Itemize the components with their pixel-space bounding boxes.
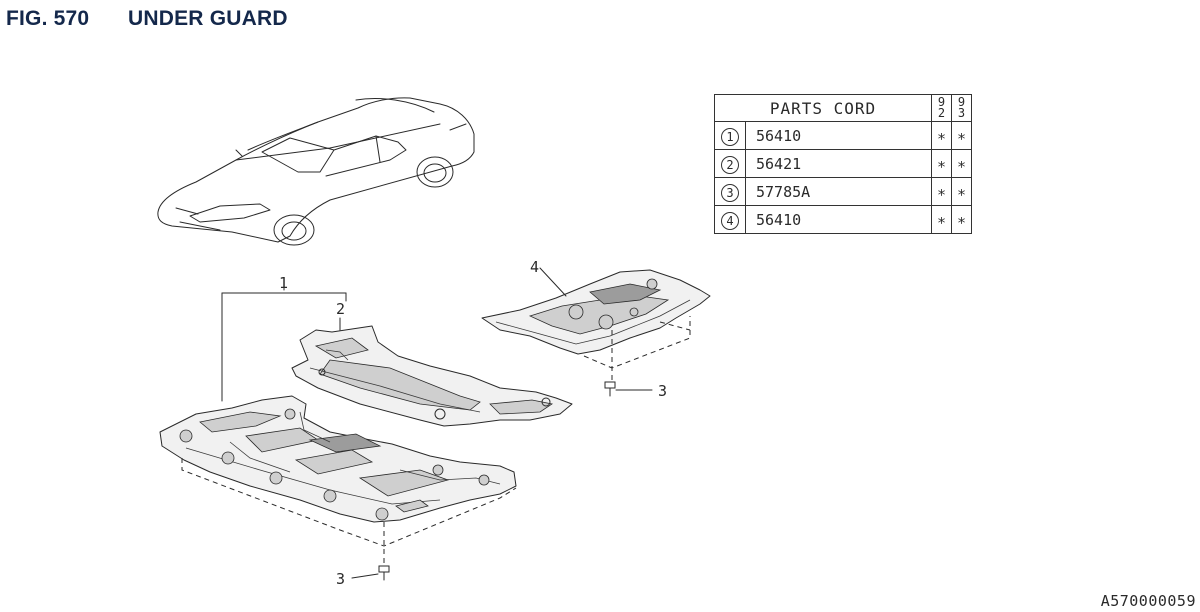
bolt-upper xyxy=(605,382,652,396)
bolt-lower xyxy=(352,566,389,580)
availability-mark: ∗ xyxy=(951,149,972,178)
parts-table-row: 1 56410 ∗ ∗ xyxy=(714,121,972,150)
reference-code: A570000059 xyxy=(1100,592,1196,610)
callout-part-4: 4 xyxy=(530,258,539,276)
parts-table-row: 2 56421 ∗ ∗ xyxy=(714,149,972,178)
availability-mark: ∗ xyxy=(931,177,952,206)
part-4-guard xyxy=(482,268,710,354)
callout-part-3-upper: 3 xyxy=(658,382,667,400)
parts-table-row: 3 57785A ∗ ∗ xyxy=(714,177,972,206)
callout-part-3-lower: 3 xyxy=(336,570,345,588)
part-code: 56421 xyxy=(745,149,932,178)
year-column-92: 9 2 xyxy=(931,94,952,122)
part-code: 56410 xyxy=(745,205,932,234)
part-2-guard xyxy=(292,318,572,426)
figure-title: UNDER GUARD xyxy=(128,7,288,30)
part-number: 3 xyxy=(721,183,739,202)
figure-header: FIG. 570 UNDER GUARD xyxy=(6,4,288,34)
availability-mark: ∗ xyxy=(951,205,972,234)
availability-mark: ∗ xyxy=(931,149,952,178)
callout-part-1: 1 xyxy=(279,274,288,292)
availability-mark: ∗ xyxy=(951,177,972,206)
part-number: 4 xyxy=(721,211,739,230)
part-number: 2 xyxy=(721,155,739,174)
parts-table-title: PARTS CORD xyxy=(714,94,932,122)
part-1-leader xyxy=(222,278,346,401)
part-1-projection xyxy=(182,458,516,566)
car-illustration xyxy=(158,98,474,245)
parts-table: PARTS CORD 9 2 9 3 1 56410 ∗ ∗ 2 56421 ∗… xyxy=(714,94,972,234)
year-column-93: 9 3 xyxy=(951,94,972,122)
availability-mark: ∗ xyxy=(931,205,952,234)
part-1-guard xyxy=(160,396,516,522)
availability-mark: ∗ xyxy=(951,121,972,150)
availability-mark: ∗ xyxy=(931,121,952,150)
parts-table-row: 4 56410 ∗ ∗ xyxy=(714,205,972,234)
callout-part-2: 2 xyxy=(336,300,345,318)
figure-number: FIG. 570 xyxy=(6,7,90,30)
part-code: 57785A xyxy=(745,177,932,206)
part-code: 56410 xyxy=(745,121,932,150)
parts-table-header: PARTS CORD 9 2 9 3 xyxy=(714,94,972,122)
part-number: 1 xyxy=(721,127,739,146)
part-4-projection xyxy=(584,316,690,380)
